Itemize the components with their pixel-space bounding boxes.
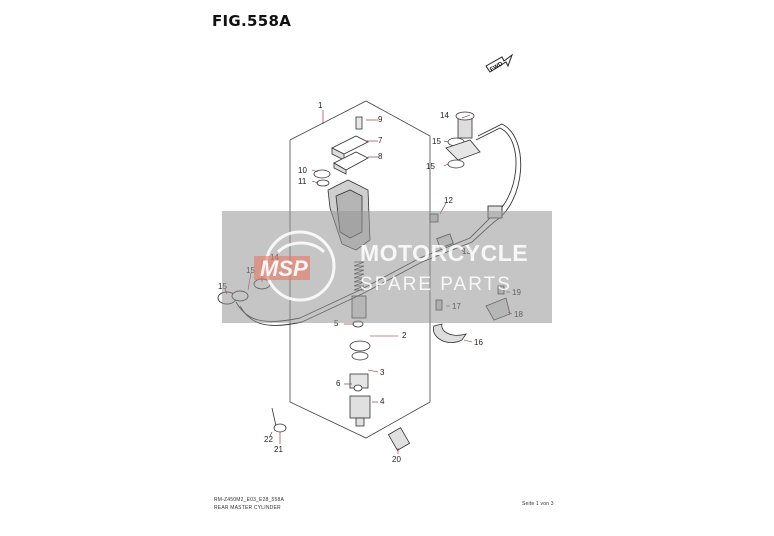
callout-6: 6: [336, 379, 341, 388]
banjo-fitting-part: [445, 111, 481, 169]
assembly-frame: [289, 100, 431, 439]
callout-3: 3: [380, 368, 385, 377]
callout-9: 9: [378, 115, 383, 124]
watermark-logo-text: MSP: [260, 256, 308, 281]
callout-16: 16: [474, 338, 483, 347]
reservoir-cap-part: [313, 116, 369, 187]
watermark-line2: SPARE PARTS: [360, 274, 512, 295]
figure-title: FIG.558A: [212, 12, 292, 30]
callout-4: 4: [380, 397, 385, 406]
callout-12: 12: [444, 196, 453, 205]
callout-15-top-a: 15: [432, 137, 441, 146]
cotter-pin-part: [271, 407, 287, 433]
push-rod-part: [349, 395, 411, 451]
callout-8: 8: [378, 152, 383, 161]
callout-15-top-b: 15: [426, 162, 435, 171]
callout-1: 1: [318, 101, 323, 110]
watermark-line1: MOTORCYCLE: [360, 240, 529, 266]
callout-10: 10: [298, 166, 307, 175]
drawing-code: RM-Z450M2_E03_E28_558A: [214, 497, 284, 503]
callout-7: 7: [378, 136, 383, 145]
callout-14-top: 14: [440, 111, 449, 120]
forward-arrow-icon: FWD: [485, 53, 514, 73]
page-indicator: Seite 1 von 3: [522, 501, 554, 507]
callout-2: 2: [402, 331, 407, 340]
callout-11: 11: [298, 177, 307, 186]
callout-21: 21: [274, 445, 283, 454]
callout-20: 20: [392, 455, 401, 464]
callout-22: 22: [264, 435, 273, 444]
callout-5: 5: [334, 319, 339, 328]
drawing-name: REAR MASTER CYLINDER: [214, 505, 281, 511]
watermark-logo-icon: MSP: [254, 230, 336, 302]
